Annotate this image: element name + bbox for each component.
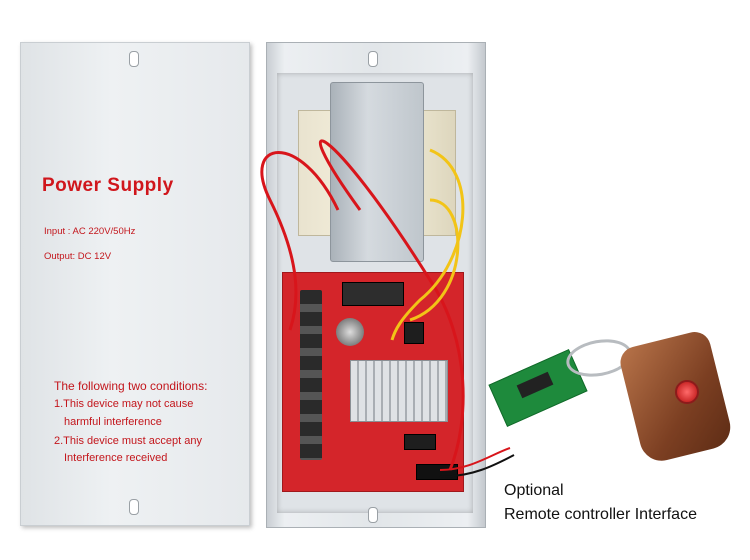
input-spec: Input : AC 220V/50Hz [44, 226, 136, 237]
red-wire-left [260, 151, 340, 331]
box-slot-bottom [368, 507, 378, 523]
regulator-chip [404, 434, 436, 450]
relay [342, 282, 404, 306]
mount-slot-bottom [129, 499, 139, 515]
heatsink [350, 360, 448, 422]
condition-1-line1: 1.This device may not cause [54, 398, 194, 410]
yellow-wire-1 [390, 148, 465, 341]
remote-wire-2 [439, 454, 515, 478]
rectifier [404, 322, 424, 344]
condition-2-line1: 2.This device must accept any [54, 435, 202, 447]
caption-remote-interface: Remote controller Interface [504, 506, 697, 523]
condition-2-line2: Interference received [64, 452, 168, 464]
fob-button [675, 380, 699, 404]
red-wire-right [318, 139, 465, 471]
terminal-block [300, 290, 322, 460]
box-slot-top [368, 51, 378, 67]
capacitor [336, 318, 364, 346]
condition-1-line2: harmful interference [64, 416, 162, 428]
mount-slot-top [129, 51, 139, 67]
conditions-heading: The following two conditions: [54, 379, 208, 393]
power-supply-cover [20, 42, 250, 526]
caption-optional: Optional [504, 482, 564, 499]
cover-title: Power Supply [42, 175, 174, 196]
transformer [330, 82, 424, 262]
yellow-wire-2 [409, 198, 460, 322]
remote-wire [439, 447, 511, 471]
output-spec: Output: DC 12V [44, 251, 112, 262]
